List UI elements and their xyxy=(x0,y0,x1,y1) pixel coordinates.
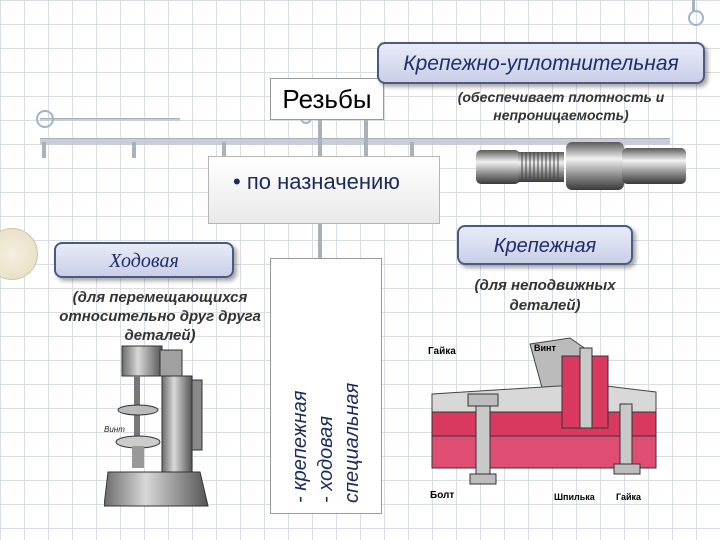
coupling xyxy=(566,142,624,190)
moving-description: (для перемещающихся относительно друг др… xyxy=(59,289,261,344)
thread-list: - крепежная - ходовая специальная xyxy=(287,383,365,503)
frame-tick-4 xyxy=(318,120,322,156)
label-nut-top: Гайка xyxy=(428,346,456,357)
label-screw: Винт xyxy=(534,343,556,353)
sealing-type-label: Крепежно-уплотнительная xyxy=(377,42,705,84)
frame-tick-6 xyxy=(410,142,414,158)
sealing-description: (обеспечивает плотность и непроницаемост… xyxy=(457,89,665,123)
pipe-thread xyxy=(518,152,564,182)
frame-tick-2 xyxy=(132,142,136,158)
frame-tick-7 xyxy=(318,222,322,260)
purpose-text: • по назначению xyxy=(233,169,400,194)
frame-ring-right xyxy=(688,10,704,26)
sealing-type-text: Крепежно-уплотнительная xyxy=(403,52,679,75)
list-item: - крепежная xyxy=(289,390,311,503)
fastening-type-label: Крепежная xyxy=(457,225,633,265)
bolted-assembly-illustration: Гайка Винт Болт Шпилька Гайка xyxy=(428,337,657,502)
frame-tick-1 xyxy=(42,142,46,158)
press-screw-label: Винт xyxy=(104,425,125,434)
title-text: Резьбы xyxy=(282,84,372,114)
fastening-type-text: Крепежная xyxy=(493,235,597,257)
page-title: Резьбы xyxy=(270,78,384,120)
list-item: специальная xyxy=(341,382,363,503)
frame-right-post xyxy=(692,0,695,12)
frame-tick-3 xyxy=(222,142,226,158)
purpose-box: • по назначению xyxy=(208,156,440,224)
frame-line-upper xyxy=(40,118,180,121)
list-item: - ходовая xyxy=(315,415,337,503)
frame-tick-5 xyxy=(364,120,368,156)
decor-circle xyxy=(0,228,38,280)
pipe-fitting-illustration xyxy=(476,142,686,190)
moving-type-label: Ходовая xyxy=(54,242,234,278)
label-nut-bottom: Гайка xyxy=(616,492,642,502)
fastening-description: (для неподвижных деталей) xyxy=(474,277,616,314)
label-bolt: Болт xyxy=(430,490,454,501)
thread-list-box: - крепежная - ходовая специальная xyxy=(270,258,382,514)
frame-ring-left xyxy=(36,110,54,128)
pipe-right xyxy=(622,148,686,184)
label-stud: Шпилька xyxy=(554,492,596,502)
pipe-left xyxy=(476,150,520,184)
moving-type-text: Ходовая xyxy=(109,250,179,272)
frame-line-top xyxy=(40,138,670,145)
screw-press-illustration: Винт xyxy=(104,345,209,507)
